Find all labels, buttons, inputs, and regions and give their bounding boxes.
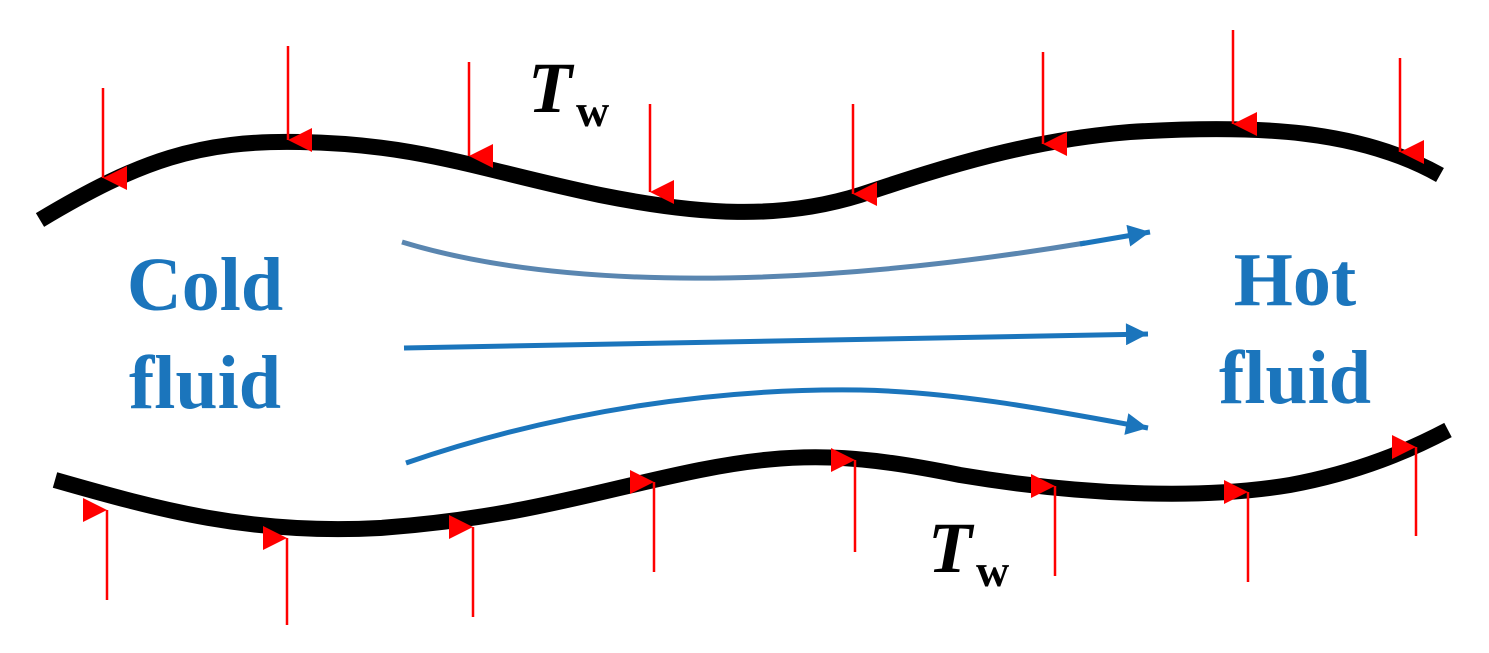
outlet-label-line2: fluid <box>1219 336 1371 420</box>
outlet-label-line1: Hot <box>1234 238 1356 322</box>
top-wall <box>35 121 1444 227</box>
top-heat-flux-arrows <box>101 30 1424 206</box>
wall-temp-subscript: w <box>576 85 609 136</box>
streamline-top-head <box>1079 224 1151 247</box>
streamline-bottom <box>405 387 1149 466</box>
streamline-top <box>401 239 1086 281</box>
streamline-middle <box>403 323 1149 351</box>
bottom-wall <box>52 422 1452 538</box>
bottom-wall-temperature-label: Tw <box>928 508 1009 596</box>
top-wall-temperature-label: Tw <box>528 48 609 136</box>
wall-temp-symbol: T <box>928 508 975 588</box>
wall-temp-subscript: w <box>976 545 1009 596</box>
cold-fluid-label: Cold fluid <box>127 243 283 425</box>
wall-temp-symbol: T <box>528 48 575 128</box>
bottom-heat-flux-arrows <box>83 435 1418 625</box>
hot-fluid-label: Hot fluid <box>1219 238 1371 420</box>
inlet-label-line1: Cold <box>127 243 283 327</box>
inlet-label-line2: fluid <box>129 341 281 425</box>
